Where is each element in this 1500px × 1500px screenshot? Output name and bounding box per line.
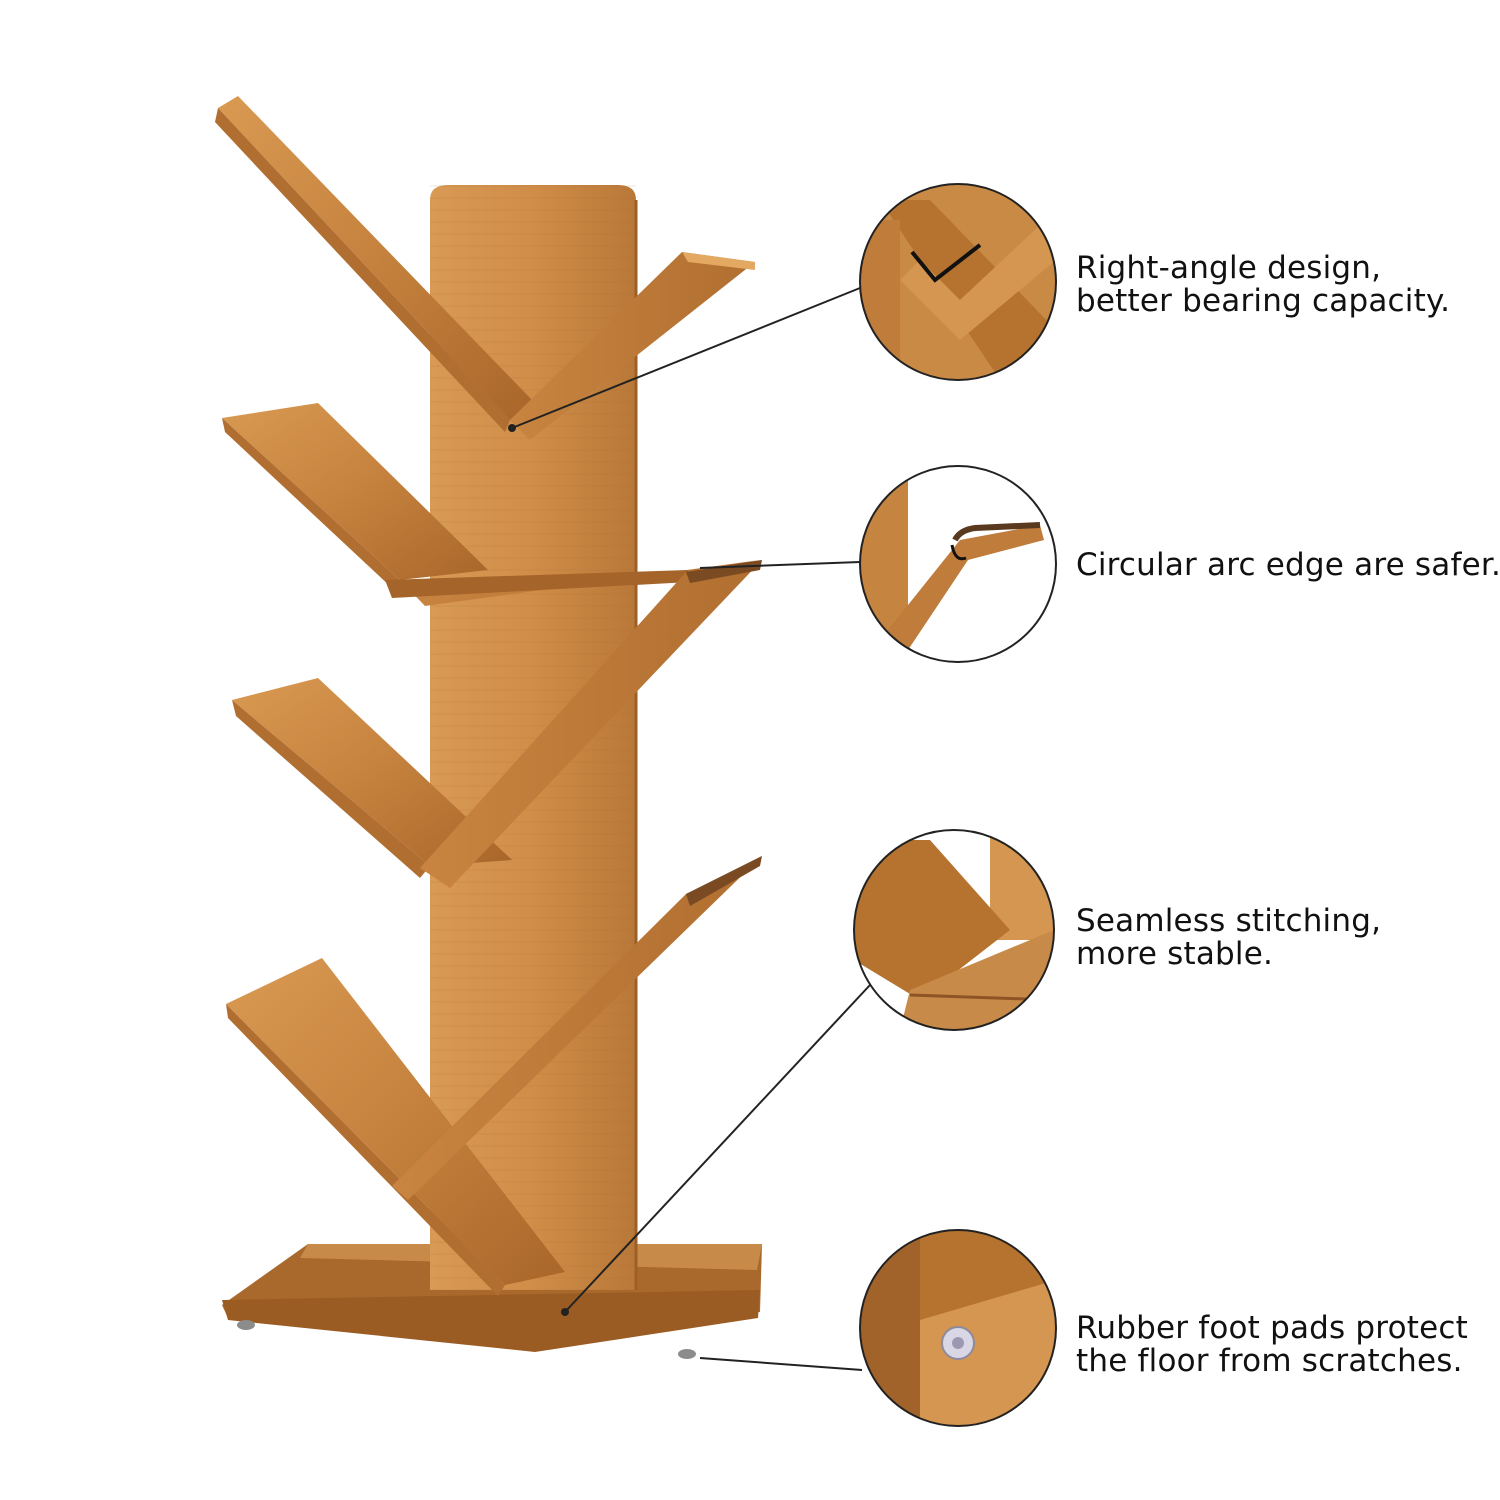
feature-right-angle: Right-angle design, better bearing capac… xyxy=(1076,252,1450,318)
detail-circle-seamless xyxy=(853,829,1055,1031)
detail-circle-right-angle xyxy=(859,183,1057,381)
feature-seamless-line1: Seamless stitching, xyxy=(1076,903,1382,939)
feature-right-angle-line1: Right-angle design, xyxy=(1076,250,1382,286)
feature-seamless: Seamless stitching, more stable. xyxy=(1076,905,1381,971)
callout-line-4 xyxy=(699,1357,863,1371)
foot-pad xyxy=(237,1320,255,1330)
shelf-tier-1 xyxy=(215,96,755,440)
feature-foot-pads: Rubber foot pads protect the floor from … xyxy=(1076,1312,1468,1378)
callout-line-3 xyxy=(564,984,871,1313)
feature-foot-pads-line2: the floor from scratches. xyxy=(1076,1343,1463,1379)
shelf-tier-4 xyxy=(226,856,762,1296)
callout-lines xyxy=(511,287,871,1371)
callout-line-1 xyxy=(511,287,861,429)
callout-line-2 xyxy=(699,561,861,569)
feature-foot-pads-line1: Rubber foot pads protect xyxy=(1076,1310,1468,1346)
callout-dot xyxy=(561,1308,569,1316)
shelf-tier-2 xyxy=(222,403,760,606)
feature-arc-edge-line1: Circular arc edge are safer. xyxy=(1076,547,1500,583)
feature-seamless-line2: more stable. xyxy=(1076,936,1274,972)
detail-circle-arc-edge xyxy=(859,465,1057,663)
feature-arc-edge: Circular arc edge are safer. xyxy=(1076,549,1500,582)
detail-circle-foot-pad xyxy=(859,1229,1057,1427)
foot-pad xyxy=(678,1349,696,1359)
callout-dot xyxy=(508,424,516,432)
feature-right-angle-line2: better bearing capacity. xyxy=(1076,283,1451,319)
